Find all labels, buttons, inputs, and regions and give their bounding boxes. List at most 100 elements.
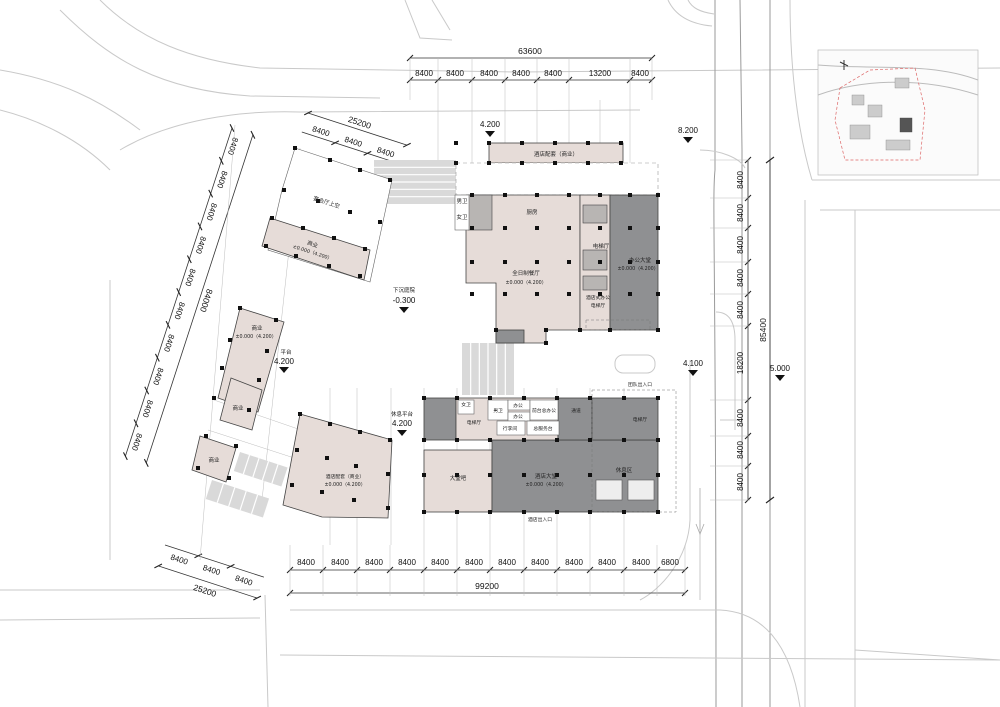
dim-tick	[144, 386, 150, 395]
level-right-mid: 4.100	[683, 359, 704, 368]
dim-tick	[197, 222, 203, 231]
column	[282, 188, 286, 192]
column	[503, 292, 507, 296]
dim-right-total: 85400	[758, 318, 768, 342]
label-luggage: 行李间	[503, 425, 518, 432]
column	[378, 220, 382, 224]
column	[656, 396, 660, 400]
column	[196, 466, 200, 470]
label-retail-mid-level: ±0.000（4.200）	[235, 334, 276, 340]
stair-core	[495, 329, 525, 344]
column	[470, 292, 474, 296]
column	[520, 161, 524, 165]
column	[316, 199, 320, 203]
label-hotel-entry: 酒店出入口	[528, 516, 552, 523]
label-lift-hall-br: 电梯厅	[633, 416, 648, 423]
dim-top-seg-2: 8400	[446, 69, 464, 78]
office-lobby-block	[609, 194, 659, 331]
column	[567, 260, 571, 264]
column	[352, 498, 356, 502]
column	[270, 216, 274, 220]
label-rest-area: 休息区	[616, 466, 633, 474]
sofa-right	[627, 479, 655, 501]
column	[598, 292, 602, 296]
dim-bottom-seg-5: 8400	[431, 558, 449, 567]
column	[487, 161, 491, 165]
dim-top-seg-1: 8400	[415, 69, 433, 78]
dim-right-seg-8: 8400	[736, 441, 745, 459]
column	[386, 506, 390, 510]
dim-diag-left-seg-3: 8400	[204, 202, 218, 222]
luggage-cell	[496, 420, 526, 436]
level-top-right: 8.200	[678, 126, 699, 135]
level-sunken-label: 下沉庭院	[393, 286, 416, 294]
dim-diag-bottom-seg-2: 8400	[202, 563, 222, 577]
column	[656, 438, 660, 442]
level-right-road: 5.000	[770, 364, 791, 373]
dim-right-seg-7: 8400	[736, 409, 745, 427]
column	[656, 328, 660, 332]
wc-cell	[454, 194, 470, 231]
column	[535, 260, 539, 264]
core-right	[591, 397, 659, 441]
column	[522, 396, 526, 400]
column	[520, 141, 524, 145]
column	[301, 226, 305, 230]
lift-core-2	[582, 249, 608, 271]
column	[522, 510, 526, 514]
column	[488, 438, 492, 442]
column	[544, 341, 548, 345]
dim-tick	[208, 189, 214, 198]
column	[295, 448, 299, 452]
dim-diag-left-seg-2: 8400	[215, 170, 229, 190]
column	[470, 226, 474, 230]
key-plan	[817, 49, 979, 176]
column	[619, 161, 623, 165]
column	[257, 378, 261, 382]
dim-top-seg-7: 8400	[631, 69, 649, 78]
column	[358, 168, 362, 172]
core-left	[423, 397, 457, 441]
dim-tick	[229, 123, 235, 133]
dim-bottom-seg-1: 8400	[297, 558, 315, 567]
dim-top-seg-5: 8400	[544, 69, 562, 78]
column	[422, 396, 426, 400]
dim-top-seg-3: 8400	[480, 69, 498, 78]
dimension-right: 85400 8400 8400 8400 8400 8400 18200 840…	[710, 156, 775, 504]
column	[238, 306, 242, 310]
dim-tick	[122, 452, 128, 461]
column	[454, 161, 458, 165]
column	[522, 438, 526, 442]
dim-diag-left-seg-7: 8400	[162, 333, 176, 353]
column	[608, 328, 612, 332]
column	[494, 328, 498, 332]
column	[535, 292, 539, 296]
column	[388, 438, 392, 442]
label-office-a: 办公	[513, 402, 523, 409]
column	[567, 193, 571, 197]
label-lobby-bar: 大堂吧	[450, 474, 467, 482]
label-office-lobby-level: ±0.000（4.200）	[617, 266, 658, 272]
column	[598, 193, 602, 197]
dim-bottom-total: 99200	[475, 581, 499, 591]
dim-bottom-seg-3: 8400	[365, 558, 383, 567]
dim-diag-top-seg-2: 8400	[343, 135, 363, 149]
dim-tick	[186, 255, 192, 264]
column	[628, 292, 632, 296]
label-lift-hall-bl: 电梯厅	[467, 419, 482, 426]
column	[622, 473, 626, 477]
column	[328, 422, 332, 426]
canopy-outline	[455, 162, 659, 196]
column	[656, 193, 660, 197]
dim-right-seg-2: 8400	[736, 204, 745, 222]
level-platform-left-value: 4.200	[274, 357, 295, 366]
column	[227, 476, 231, 480]
column	[455, 396, 459, 400]
dim-tick	[133, 419, 139, 428]
dim-diag-bottom-seg-1: 8400	[169, 553, 189, 567]
column	[656, 292, 660, 296]
dim-diag-top-total: 25200	[347, 114, 373, 131]
label-hotel-lobby-level: ±0.000（4.200）	[525, 482, 566, 488]
column	[247, 408, 251, 412]
